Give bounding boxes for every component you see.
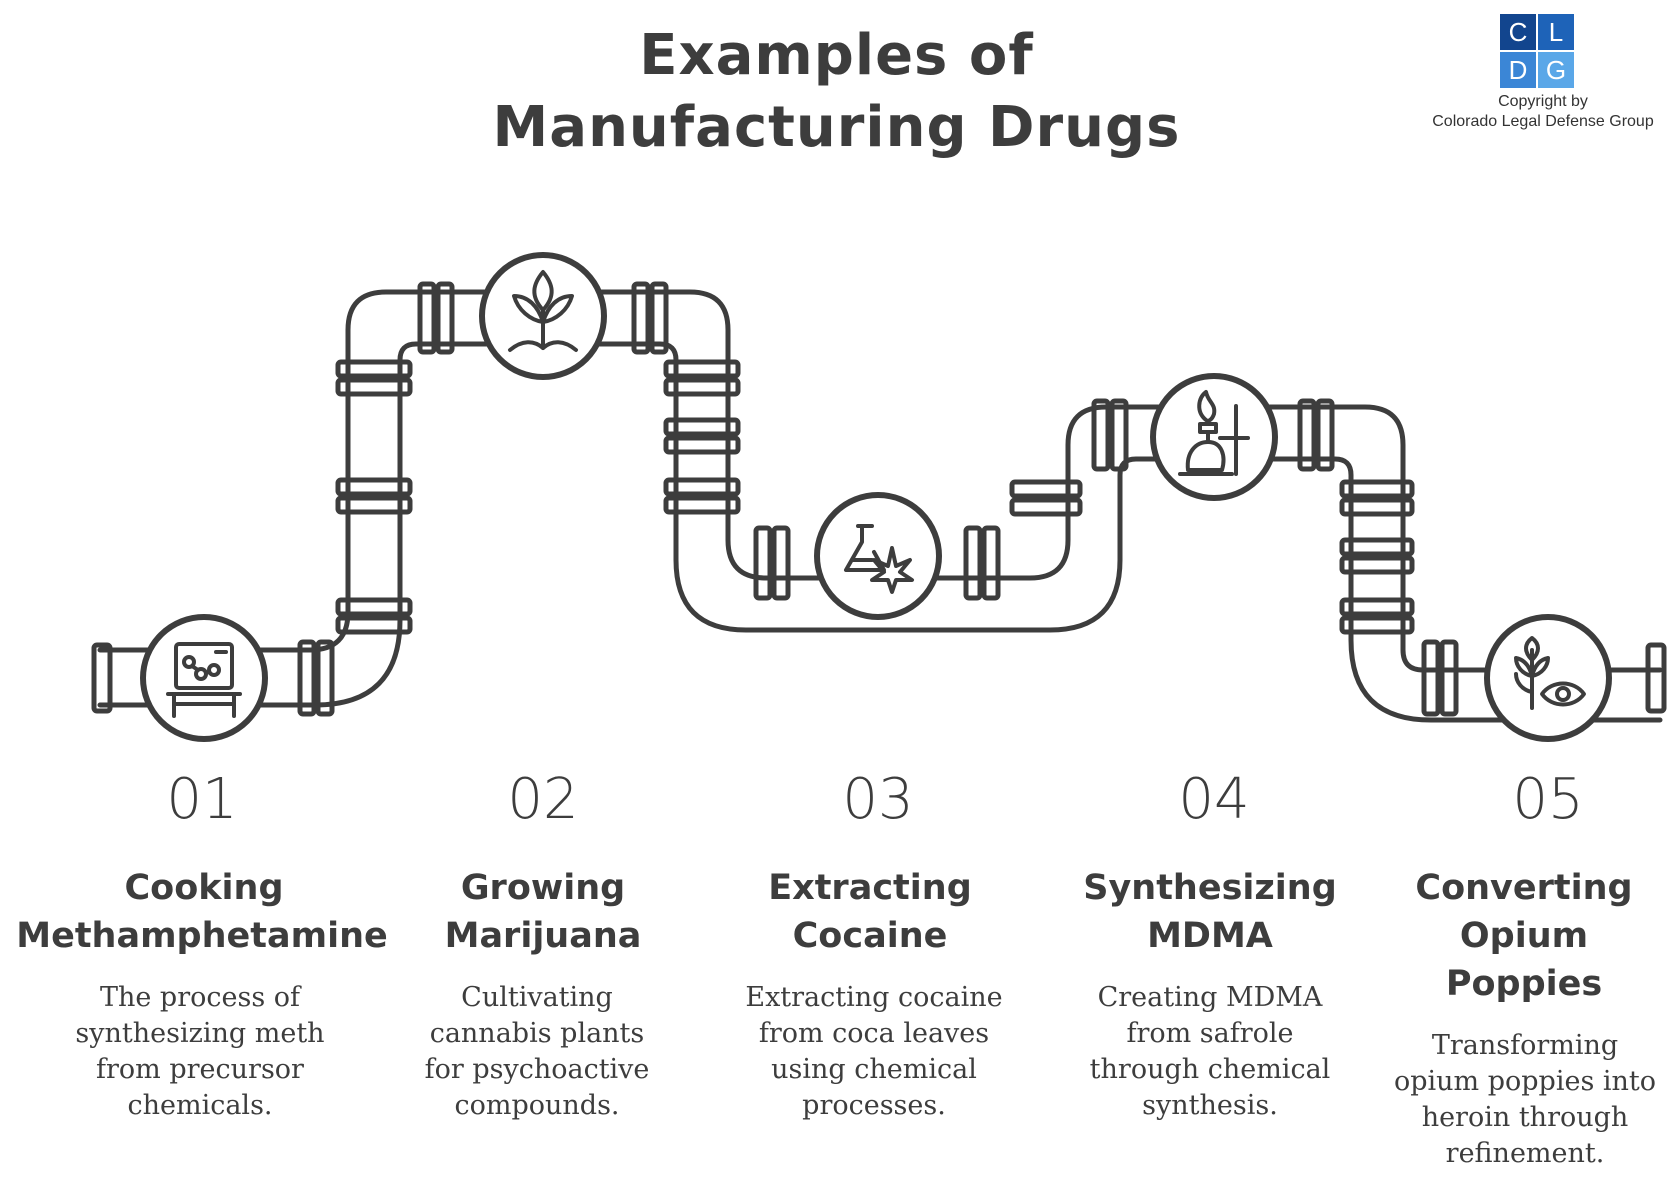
pipe-collar (335, 477, 413, 497)
logo-cell-g: G (1538, 52, 1574, 88)
step-number-01: 01 (166, 767, 238, 832)
pipe-collar (1297, 398, 1317, 472)
step-title-04-line-2: MDMA (1147, 916, 1273, 956)
flask-leaf-icon (844, 524, 914, 594)
pipe-collar (335, 359, 413, 379)
step-desc-05-line-2: opium poppies into (1393, 1066, 1657, 1097)
step-desc-04-line-1: Creating MDMA (1097, 982, 1323, 1013)
step-title-01-line-2: Methamphetamine (16, 916, 388, 956)
lab-bench-icon (166, 642, 242, 718)
pipe-collar (1091, 398, 1111, 472)
pipe-collar (1109, 398, 1129, 472)
step-desc-01-line-2: synthesizing meth (75, 1018, 325, 1049)
pipe-collar (1339, 497, 1415, 517)
pipe-collar (417, 281, 437, 355)
step-desc-04-line-4: synthesis. (1142, 1090, 1278, 1121)
step-title-02-line-1: Growing (460, 868, 626, 908)
step-desc-01-line-4: chemicals. (127, 1090, 273, 1121)
pipe-collar (981, 525, 1001, 601)
pipe-collar (771, 525, 791, 601)
node-circle-04 (1150, 373, 1278, 501)
step-title-05-line-2: Opium (1459, 916, 1589, 956)
pipe-collar (315, 639, 335, 717)
step-desc-02-line-3: for psychoactive (424, 1054, 650, 1085)
page-title-line-1: Examples of (639, 23, 1034, 88)
step-desc-03-line-1: Extracting cocaine (745, 982, 1003, 1013)
pipe-collar (963, 525, 983, 601)
step-desc-04-line-2: from safrole (1126, 1018, 1294, 1049)
copyright-line-2: Colorado Legal Defense Group (1432, 113, 1654, 130)
step-desc-03-line-2: from coca leaves (758, 1018, 990, 1049)
logo-cell-d: D (1500, 52, 1536, 88)
step-title-03-line-2: Cocaine (792, 916, 948, 956)
step-number-04: 04 (1178, 767, 1250, 832)
step-desc-01-line-1: The process of (99, 982, 301, 1013)
pipe-collar (1009, 479, 1083, 499)
pipe-collar (649, 281, 669, 355)
plant-eye-icon (1514, 636, 1586, 710)
pipe-collar (663, 417, 741, 437)
pipe-collar (663, 435, 741, 455)
pipe-collar (753, 525, 773, 601)
pipe-collar (1339, 597, 1415, 617)
step-number-05: 05 (1512, 767, 1584, 832)
step-desc-04-line-3: through chemical (1089, 1054, 1331, 1085)
pipe-collar (1315, 398, 1335, 472)
pipe-collar (1339, 479, 1415, 499)
node-circle-05 (1484, 614, 1612, 742)
logo-cell-l: L (1538, 14, 1574, 50)
pipe-collar (297, 639, 317, 717)
step-title-02-line-2: Marijuana (444, 916, 642, 956)
step-number-02: 02 (507, 767, 579, 832)
step-title-05-line-3: Poppies (1445, 964, 1603, 1004)
step-title-03-line-1: Extracting (768, 868, 972, 908)
step-desc-02-line-4: compounds. (454, 1090, 620, 1121)
pipe-collar (335, 615, 413, 635)
pipe-collar (1439, 639, 1459, 717)
pipe-collar (335, 597, 413, 617)
copyright-line-1: Copyright by (1498, 93, 1588, 110)
step-desc-02-line-2: cannabis plants (429, 1018, 645, 1049)
logo-cell-c: C (1500, 14, 1536, 50)
pipe-collar (663, 377, 741, 397)
sprout-icon (508, 270, 578, 352)
bunsen-burner-icon (1178, 390, 1250, 476)
pipe-collar (663, 359, 741, 379)
step-desc-05-line-3: heroin through (1421, 1102, 1629, 1133)
pipe-collar (663, 477, 741, 497)
pipe-collar (335, 377, 413, 397)
pipe-collar (1339, 537, 1415, 557)
step-desc-05-line-1: Transforming (1431, 1030, 1619, 1061)
pipe-end-cap-left (91, 642, 113, 714)
pipe-collar (435, 281, 455, 355)
step-number-03: 03 (842, 767, 914, 832)
pipe-collar (1339, 555, 1415, 575)
step-title-05-line-1: Converting (1415, 868, 1633, 908)
step-title-04-line-1: Synthesizing (1083, 868, 1337, 908)
cldg-logo: C L D G (1500, 14, 1574, 88)
pipe-collar (335, 495, 413, 515)
step-desc-02-line-1: Cultivating (461, 982, 613, 1013)
step-desc-01-line-3: from precursor (96, 1054, 304, 1085)
step-desc-03-line-3: using chemical (771, 1054, 977, 1085)
step-desc-05-line-4: refinement. (1445, 1138, 1605, 1169)
pipe-collar (1421, 639, 1441, 717)
pipe-collar (1339, 615, 1415, 635)
step-desc-03-line-4: processes. (802, 1090, 946, 1121)
pipe-collar (1009, 497, 1083, 517)
pipe-collar (663, 495, 741, 515)
page-title-line-2: Manufacturing Drugs (492, 95, 1181, 160)
pipe-end-cap-right (1645, 642, 1667, 714)
step-title-01-line-1: Cooking (124, 868, 284, 908)
pipe-collar (631, 281, 651, 355)
